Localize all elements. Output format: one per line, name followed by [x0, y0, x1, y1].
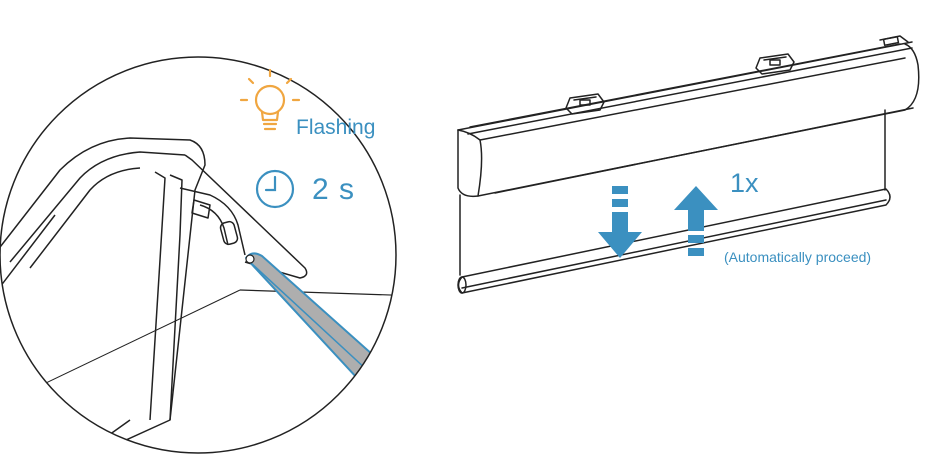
mounting-bracket [755, 53, 795, 75]
timer-label: 2 s [312, 173, 356, 206]
bottom-bar [457, 188, 891, 294]
arrow-down-icon [598, 186, 642, 258]
lightbulb-icon [239, 68, 301, 131]
auto-proceed-note: (Automatically proceed) [724, 249, 872, 265]
arrow-up-icon [674, 186, 718, 256]
roller-blind [457, 35, 920, 294]
reset-pin [245, 252, 393, 393]
mounting-bracket [565, 93, 605, 115]
blind-end-cap [0, 137, 308, 453]
detail-view-content [0, 137, 396, 453]
repeat-count-label: 1x [730, 168, 759, 198]
flashing-label: Flashing [296, 116, 376, 139]
clock-icon [255, 169, 295, 209]
